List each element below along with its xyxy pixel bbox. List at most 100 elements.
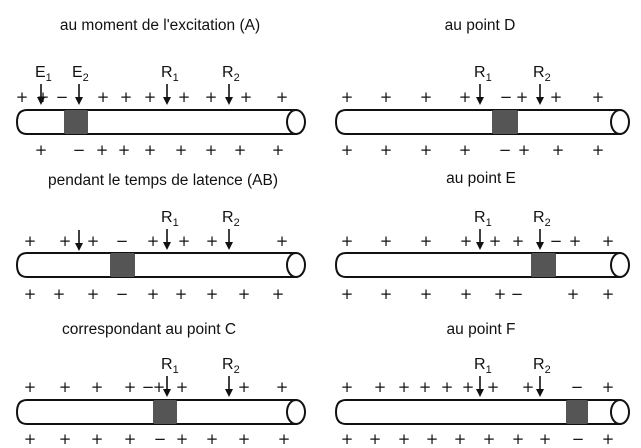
charge-sign: + — [178, 232, 191, 250]
charge-sign: + — [539, 430, 552, 448]
axon — [334, 252, 630, 278]
charge-sign: + — [420, 88, 433, 106]
electrode-r1-label: R1 — [474, 64, 492, 84]
electrode-arrows — [163, 376, 233, 397]
electrode-r2-arrow — [536, 84, 544, 105]
charge-sign: + — [97, 88, 110, 106]
charge-sign: + — [24, 232, 37, 250]
top-signs: + + + + + + + + − + — [341, 378, 615, 396]
electrode-r2-label: R2 — [222, 64, 240, 84]
panel-d: au point D R1 R2 + + + + − + + + + + + + — [334, 17, 630, 159]
charge-sign: + — [441, 378, 454, 396]
charge-sign: + — [35, 141, 48, 159]
electrode-e1-label: E1 — [35, 64, 52, 84]
charge-sign: + — [53, 285, 66, 303]
charge-sign: + — [462, 378, 475, 396]
electrode-r2-arrow — [225, 84, 233, 105]
charge-sign: + — [276, 88, 289, 106]
charge-sign: + — [91, 378, 104, 396]
charge-sign: + — [483, 430, 496, 448]
panel-title: correspondant au point C — [62, 321, 236, 338]
charge-sign: + — [380, 141, 393, 159]
charge-sign: + — [494, 285, 507, 303]
charge-sign: + — [420, 141, 433, 159]
top-signs: + + − + + + + + + + — [16, 88, 289, 106]
panel-a: au moment de l'excitation (A) E1 E2 R1 R… — [16, 17, 306, 159]
charge-sign: + — [459, 141, 472, 159]
charge-sign: + — [175, 141, 188, 159]
axon — [334, 399, 630, 425]
axon-end — [286, 399, 306, 425]
charge-sign: + — [380, 88, 393, 106]
charge-sign: + — [278, 430, 291, 448]
charge-sign: + — [206, 232, 219, 250]
charge-sign: + — [120, 88, 133, 106]
charge-sign: + — [341, 285, 354, 303]
charge-sign: + — [380, 232, 393, 250]
charge-sign: + — [341, 141, 354, 159]
electrode-r2-label: R2 — [533, 356, 551, 376]
electrode-arrows — [476, 229, 544, 250]
charge-sign: + — [144, 141, 157, 159]
charge-sign: − — [572, 430, 585, 448]
depolarized-zone — [110, 253, 135, 277]
electrode-r2-arrow — [225, 376, 233, 397]
charge-sign: + — [489, 232, 502, 250]
bottom-signs: + + + + − + + + — [341, 141, 605, 159]
axon — [334, 109, 630, 135]
panel-title: au point F — [447, 321, 516, 338]
charge-sign: + — [341, 430, 354, 448]
charge-sign: + — [124, 430, 137, 448]
charge-sign: + — [522, 378, 535, 396]
charge-sign: + — [341, 88, 354, 106]
top-signs: + + + + + + − + + — [341, 232, 615, 250]
charge-sign: + — [59, 232, 72, 250]
charge-sign: + — [87, 285, 100, 303]
charge-sign: + — [380, 285, 393, 303]
panel-title: au point E — [446, 170, 516, 187]
charge-sign: + — [420, 232, 433, 250]
depolarized-zone — [492, 110, 518, 134]
charge-sign: + — [602, 285, 615, 303]
charge-sign: − — [550, 232, 563, 250]
charge-sign: + — [147, 285, 160, 303]
panel-f: au point F R1 R2 + + + + + + + + − + + + — [334, 321, 630, 448]
charge-sign: + — [419, 378, 432, 396]
panel-title: au moment de l'excitation (A) — [60, 17, 260, 34]
charge-sign: + — [602, 430, 615, 448]
charge-sign: − — [56, 88, 69, 106]
charge-sign: − — [499, 141, 512, 159]
charge-sign: + — [592, 141, 605, 159]
charge-sign: − — [500, 88, 513, 106]
charge-sign: + — [516, 88, 529, 106]
charge-sign: + — [454, 430, 467, 448]
charge-sign: + — [240, 88, 253, 106]
depolarized-zone — [566, 400, 588, 424]
charge-sign: + — [398, 378, 411, 396]
charge-sign: + — [341, 378, 354, 396]
axon-end — [286, 109, 306, 135]
charge-sign: + — [16, 88, 29, 106]
charge-sign: + — [567, 285, 580, 303]
charge-sign: + — [24, 378, 37, 396]
charge-sign: + — [487, 378, 500, 396]
bottom-signs: + − + + + + + + + — [35, 141, 285, 159]
charge-sign: + — [59, 430, 72, 448]
electrode-r1-arrow — [476, 84, 484, 105]
charge-sign: + — [341, 232, 354, 250]
charge-sign: + — [426, 430, 439, 448]
charge-sign: − — [511, 285, 524, 303]
top-signs: + + + + − + + + + — [24, 378, 289, 396]
panel-title: au point D — [445, 17, 516, 34]
panel-title: pendant le temps de latence (AB) — [48, 172, 278, 189]
charge-sign: + — [178, 88, 191, 106]
charge-sign: + — [205, 141, 218, 159]
electrode-arrows — [37, 84, 233, 105]
charge-sign: + — [238, 378, 251, 396]
depolarized-zone — [531, 253, 556, 277]
electrode-arrows — [75, 229, 233, 251]
electrode-r2-label: R2 — [222, 209, 240, 229]
bottom-signs: + + + + + − + + — [341, 285, 615, 303]
charge-sign: + — [276, 232, 289, 250]
